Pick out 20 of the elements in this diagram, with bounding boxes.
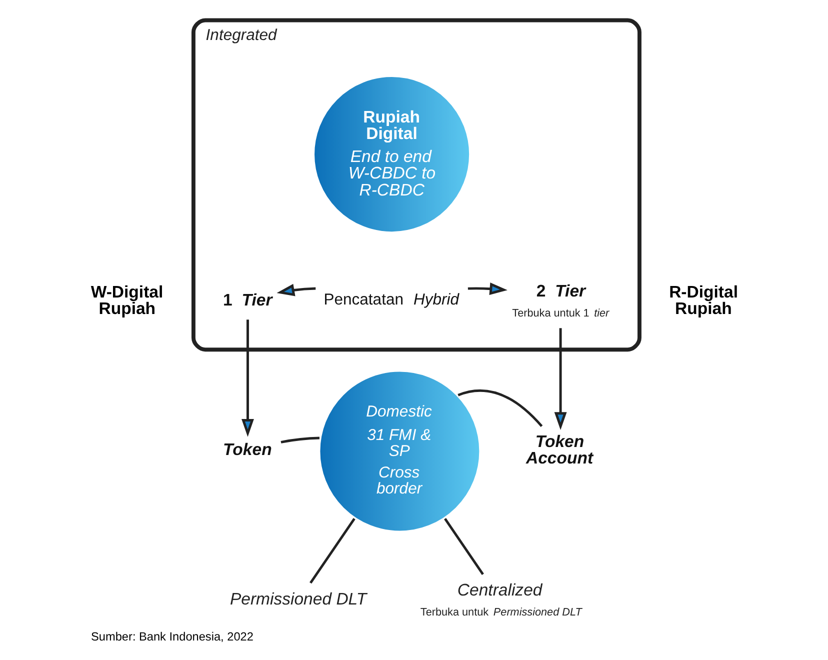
node-text: 1 Tier: [222, 290, 272, 310]
connector: [444, 518, 484, 575]
node-text: Token Account: [526, 432, 593, 468]
node-text: 2 Tier: [536, 281, 586, 300]
caption: Sumber: Bank Indonesia, 2022: [90, 629, 253, 644]
node-label: Terbuka untuk 1 tier: [512, 307, 609, 320]
node-text: Pencatatan Hybrid: [323, 292, 459, 309]
node-text: Permissioned DLT: [229, 589, 366, 608]
connector: [457, 389, 542, 428]
node-text: Centralized: [456, 580, 542, 600]
connector: [309, 518, 355, 584]
arrow: [276, 284, 316, 296]
arrow: [554, 328, 566, 430]
arrow: [241, 320, 254, 437]
node-text: Token: [222, 440, 272, 459]
label: R-Digital Rupiah: [668, 282, 738, 318]
arrow: [467, 282, 507, 295]
label: W-Digital Rupiah: [90, 282, 163, 318]
connector: [280, 436, 319, 444]
node-label: Terbuka untuk Permissioned DLT: [420, 606, 582, 618]
